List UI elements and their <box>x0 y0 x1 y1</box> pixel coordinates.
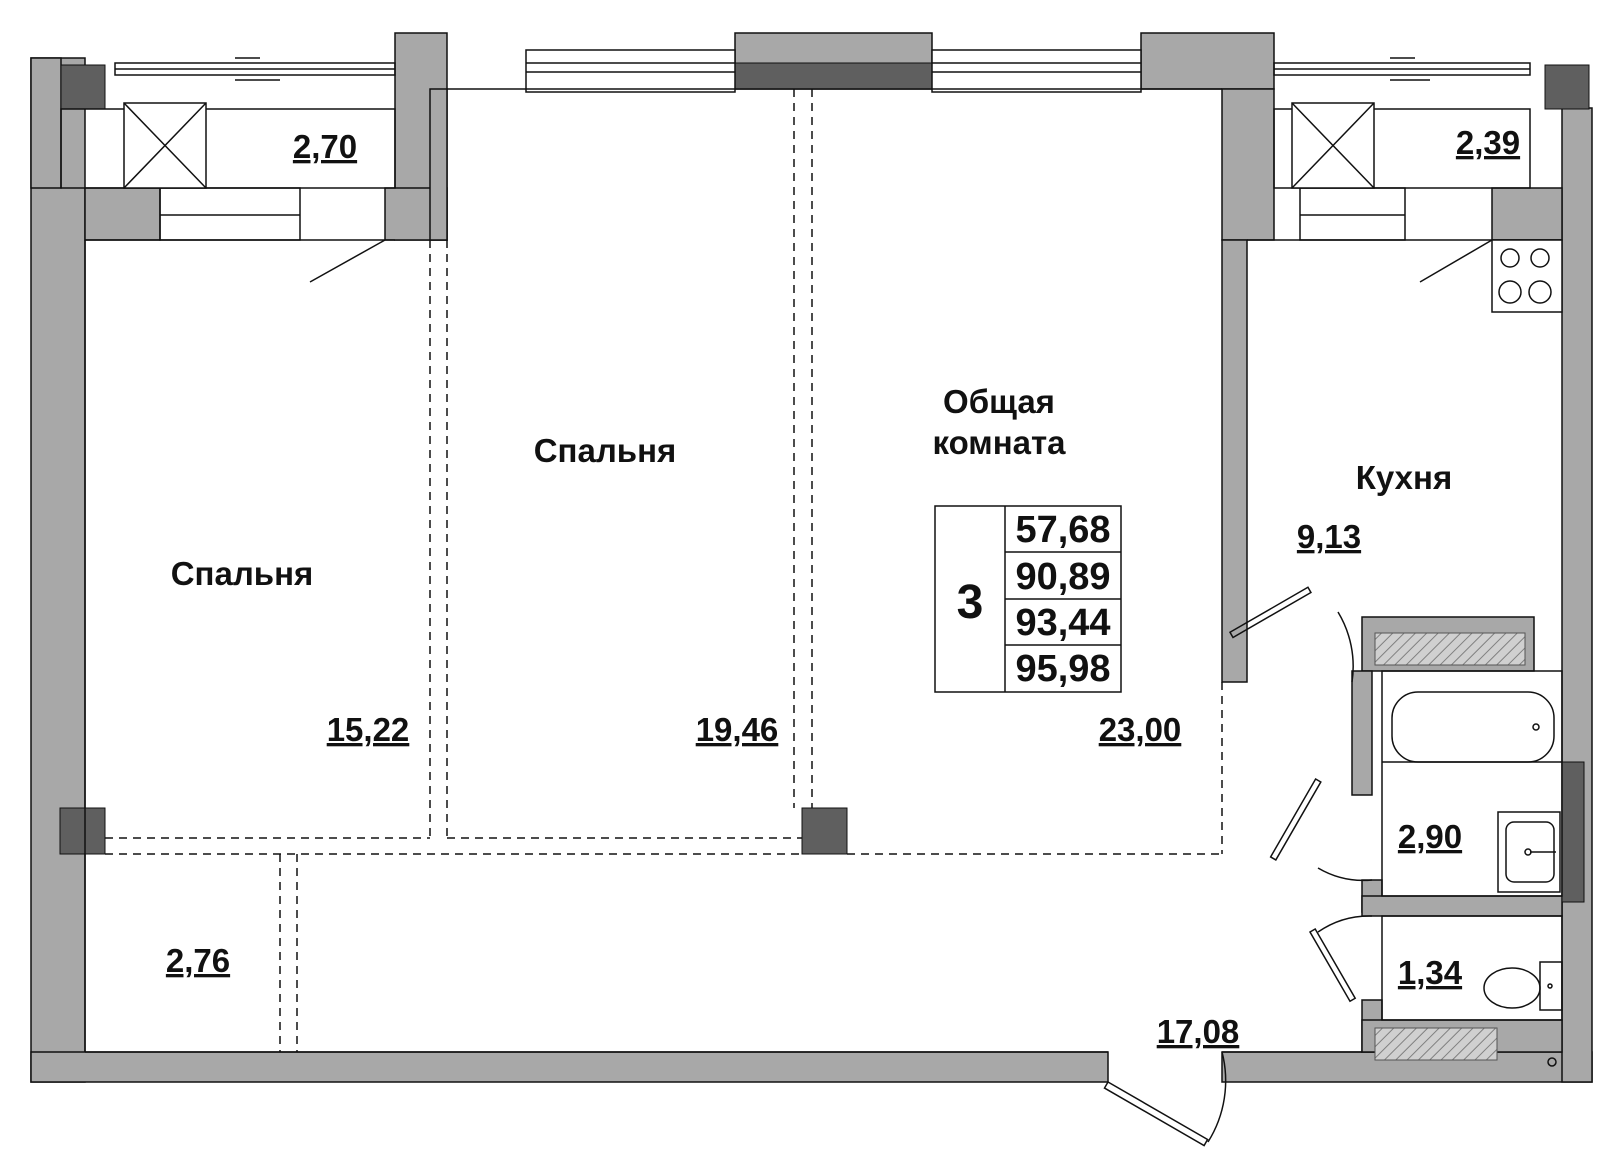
bathtub-icon <box>1391 691 1555 763</box>
living-room-area: 23,00 <box>1099 711 1182 748</box>
balcony-right-area: 2,39 <box>1456 124 1520 161</box>
wall-bottom <box>30 1051 1109 1083</box>
wall-bath-left-1 <box>1351 670 1373 796</box>
summary-value-3: 93,44 <box>1015 602 1110 644</box>
door-balcony-left-swing <box>309 239 386 283</box>
rooms-count: 3 <box>957 576 984 629</box>
room-outlines <box>84 88 1563 1053</box>
bedroom-left-area: 15,22 <box>327 711 410 748</box>
column-top-right <box>1544 64 1590 110</box>
stove-icon <box>1491 239 1563 313</box>
windows <box>525 49 1142 93</box>
doors <box>309 239 1493 1147</box>
kitchen-name: Кухня <box>1356 459 1452 496</box>
wall-right <box>1561 107 1593 1083</box>
vent-shaft-top <box>1374 632 1526 666</box>
sink-icon <box>1497 811 1561 893</box>
column-top-left <box>60 64 106 110</box>
bathroom-area: 2,90 <box>1398 818 1462 855</box>
balcony-right-door-frame <box>1299 187 1406 241</box>
bedroom-middle-area: 19,46 <box>696 711 779 748</box>
kitchen-area: 9,13 <box>1297 518 1361 555</box>
door-toilet-leaf <box>1308 927 1357 1003</box>
wall-kitchen-living <box>1221 239 1248 683</box>
vent-shaft-bottom <box>1374 1027 1498 1061</box>
ac-unit-left-icon <box>123 102 207 189</box>
balcony-glazing <box>114 57 1531 81</box>
bedroom-left-name: Спальня <box>171 555 314 592</box>
door-kitchen-leaf <box>1228 586 1312 639</box>
wall-top-bedroom <box>84 187 161 241</box>
door-bathroom-leaf <box>1269 777 1322 861</box>
summary-value-2: 90,89 <box>1015 556 1110 598</box>
zone-dividers <box>105 89 1223 1052</box>
living-room-name-line2: комната <box>932 424 1066 461</box>
toilet-area: 1,34 <box>1398 954 1463 991</box>
apartment-summary-table <box>934 505 1122 693</box>
wall-pier-3 <box>1140 32 1275 90</box>
wall-bath-mid <box>1361 895 1563 917</box>
balcony-left-door-frame <box>159 187 301 241</box>
column-center <box>801 807 848 855</box>
storage-area: 2,76 <box>166 942 230 979</box>
hallway-area: 17,08 <box>1157 1013 1240 1050</box>
balcony-left-area: 2,70 <box>293 128 357 165</box>
column-bath-right <box>1561 761 1585 903</box>
summary-value-1: 57,68 <box>1015 509 1110 551</box>
wall-partition-top <box>429 88 448 241</box>
summary-value-4: 95,98 <box>1015 648 1110 690</box>
door-entrance-leaf <box>1103 1080 1209 1147</box>
riser-icon <box>1547 1057 1557 1067</box>
living-room-name-line1: Общая <box>943 383 1055 420</box>
columns <box>59 62 1590 903</box>
window-right <box>931 49 1142 93</box>
wall-left <box>30 57 86 1083</box>
wall-top-kitchen <box>1491 187 1563 241</box>
wall-pier-3b <box>1221 88 1275 241</box>
ac-unit-right-icon <box>1291 102 1375 189</box>
column-mid-left <box>59 807 106 855</box>
column-window <box>734 62 933 90</box>
wall-top-left-corner <box>30 57 62 189</box>
door-balcony-right-swing <box>1419 239 1493 283</box>
bedroom-middle-name: Спальня <box>534 432 677 469</box>
window-middle <box>525 49 736 93</box>
toilet-bowl-icon <box>1483 961 1563 1011</box>
